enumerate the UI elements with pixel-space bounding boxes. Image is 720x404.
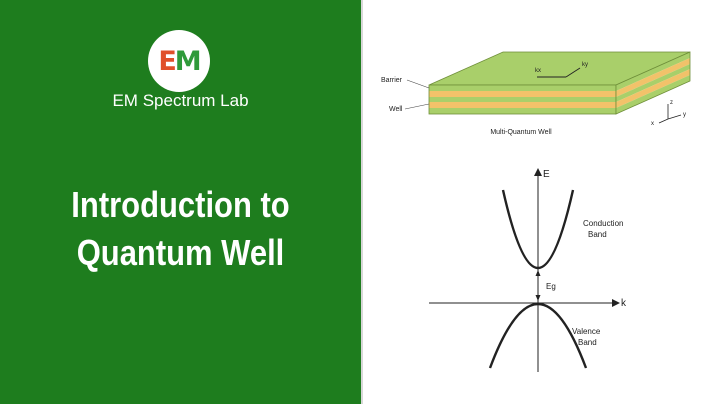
valence-band-label-2: Band bbox=[578, 338, 597, 347]
side-barrier bbox=[616, 52, 690, 91]
energy-axis-label: E bbox=[543, 169, 550, 180]
valence-band-curve bbox=[488, 303, 588, 369]
panel-divider bbox=[361, 0, 363, 404]
conduction-band-curve bbox=[501, 189, 575, 270]
well-layer bbox=[429, 102, 616, 108]
x-label: x bbox=[651, 121, 654, 127]
slab-side-outline bbox=[615, 51, 691, 115]
bandgap-arrowhead-bottom bbox=[535, 295, 541, 301]
side-barrier bbox=[616, 75, 690, 114]
kx-label: kx bbox=[535, 68, 541, 74]
ky-arrow bbox=[565, 67, 581, 78]
side-well bbox=[616, 69, 690, 108]
barrier-layer bbox=[429, 85, 616, 91]
k-axis-label: k bbox=[621, 298, 627, 309]
z-label: z bbox=[670, 100, 673, 106]
title-line-1: Introduction to bbox=[71, 184, 290, 225]
ky-label: ky bbox=[582, 62, 588, 68]
logo-letter-m: M bbox=[174, 45, 202, 77]
bandgap-arrowhead-top bbox=[535, 270, 541, 276]
y-axis bbox=[667, 114, 682, 120]
barrier-layer bbox=[429, 97, 616, 102]
mqw-caption: Multi-Quantum Well bbox=[490, 129, 552, 136]
logo-letter-e: E bbox=[158, 45, 177, 77]
k-axis-arrowhead bbox=[612, 299, 620, 307]
barrier-leader bbox=[406, 79, 430, 89]
side-well bbox=[616, 58, 690, 97]
barrier-label: Barrier bbox=[381, 77, 403, 84]
title-panel: EM EM Spectrum Lab Introduction to Quant… bbox=[0, 0, 361, 404]
y-label: y bbox=[683, 112, 686, 118]
x-axis bbox=[658, 118, 669, 124]
band-diagram: E k Eg Conduction Band Valence Band bbox=[429, 168, 627, 372]
well-leader bbox=[404, 103, 430, 110]
slide-title: Introduction to Quantum Well bbox=[25, 181, 335, 277]
side-barrier bbox=[616, 64, 690, 102]
barrier-layer bbox=[429, 108, 616, 114]
energy-axis-arrowhead bbox=[534, 168, 542, 176]
valence-band-label-1: Valence bbox=[572, 327, 601, 336]
well-label: Well bbox=[389, 106, 403, 113]
em-logo: EM bbox=[148, 30, 210, 92]
conduction-band-label-1: Conduction bbox=[583, 219, 623, 228]
title-line-2: Quantum Well bbox=[76, 232, 285, 273]
bandgap-label: Eg bbox=[546, 282, 556, 291]
logo-lettering: EM bbox=[158, 45, 202, 77]
multi-quantum-well-diagram: kx ky Barrier Well Multi-Quantum Well z … bbox=[381, 51, 691, 136]
well-layer bbox=[429, 91, 616, 97]
conduction-band-label-2: Band bbox=[588, 230, 607, 239]
brand-name: EM Spectrum Lab bbox=[112, 91, 249, 110]
